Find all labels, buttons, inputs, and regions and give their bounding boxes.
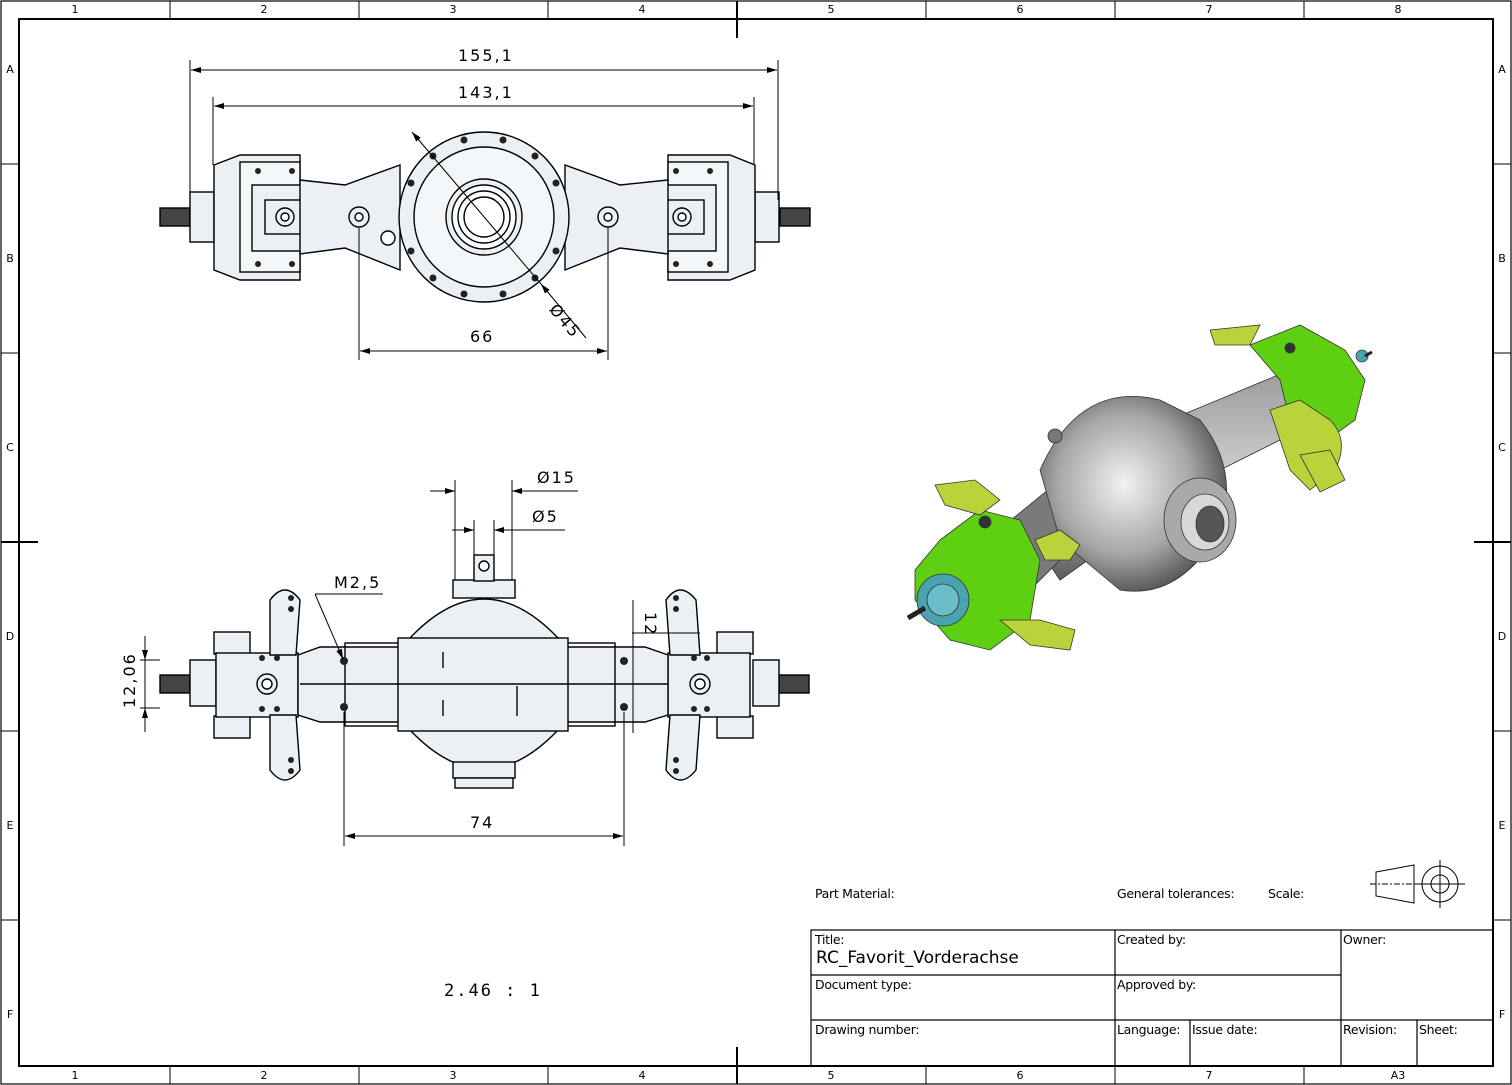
top-view (159, 131, 811, 303)
zone-row-b-right: B (1498, 252, 1506, 265)
zone-row-a-right: A (1498, 63, 1506, 76)
zone-col-3: 3 (449, 3, 457, 16)
zone-col-6: 6 (1016, 3, 1024, 16)
sheet-label: Sheet: (1419, 1022, 1458, 1037)
title-label: Title: (815, 932, 845, 947)
zone-row-f-right: F (1498, 1008, 1506, 1021)
view-scale-note: 2.46 : 1 (444, 981, 542, 1001)
part-material-label: Part Material: (815, 886, 895, 901)
zone-row-b: B (6, 252, 14, 265)
zone-row-d: D (5, 630, 15, 643)
zone-row-d-right: D (1497, 630, 1507, 643)
zone-col-5-bottom: 5 (827, 1069, 835, 1082)
title-value[interactable]: RC_Favorit_Vorderachse (816, 948, 1019, 968)
zone-col-3-bottom: 3 (449, 1069, 457, 1082)
dim-thread-m2-5: M2,5 (334, 573, 382, 592)
issue-date-label: Issue date: (1192, 1022, 1258, 1037)
zone-row-a: A (6, 63, 14, 76)
zone-col-5: 5 (827, 3, 835, 16)
zone-col-2: 2 (260, 3, 268, 16)
drawing-number-label: Drawing number: (815, 1022, 920, 1037)
front-view-dimensions (140, 480, 700, 846)
zone-col-8: 8 (1394, 3, 1402, 16)
dim-diameter-5: Ø5 (532, 507, 559, 526)
zone-row-e: E (6, 819, 14, 832)
zone-col-6-bottom: 6 (1016, 1069, 1024, 1082)
owner-label: Owner: (1343, 932, 1387, 947)
title-block-frame (810, 929, 1494, 1067)
dim-overall-width: 155,1 (458, 46, 514, 65)
zone-col-1-bottom: 1 (71, 1069, 79, 1082)
zone-row-f: F (6, 1008, 14, 1021)
dim-hole-spacing-74: 74 (470, 813, 495, 832)
general-tolerances-label: General tolerances: (1117, 886, 1235, 901)
dim-height-12: 12 (641, 612, 660, 637)
zone-col-7: 7 (1205, 3, 1213, 16)
approved-by-label: Approved by: (1117, 977, 1196, 992)
dim-hole-spacing-66: 66 (470, 327, 495, 346)
zone-col-1: 1 (71, 3, 79, 16)
zone-row-c: C (6, 441, 14, 454)
isometric-view (906, 324, 1373, 651)
first-angle-projection-icon (1370, 860, 1465, 908)
zone-col-2-bottom: 2 (260, 1069, 268, 1082)
zone-col-4: 4 (638, 3, 646, 16)
dim-diameter-15: Ø15 (537, 468, 576, 487)
zone-row-e-right: E (1498, 819, 1506, 832)
language-label: Language: (1117, 1022, 1181, 1037)
created-by-label: Created by: (1117, 932, 1186, 947)
scale-label: Scale: (1268, 886, 1305, 901)
revision-label: Revision: (1343, 1022, 1397, 1037)
zone-col-4-bottom: 4 (638, 1069, 646, 1082)
sheet-size-label: A3 (1390, 1069, 1406, 1082)
dim-height-12-06: 12,06 (120, 652, 139, 708)
front-view (159, 554, 810, 789)
top-view-dimensions (189, 60, 779, 360)
zone-row-c-right: C (1498, 441, 1506, 454)
document-type-label: Document type: (815, 977, 912, 992)
zone-col-7-bottom: 7 (1205, 1069, 1213, 1082)
dim-inner-width: 143,1 (458, 83, 514, 102)
